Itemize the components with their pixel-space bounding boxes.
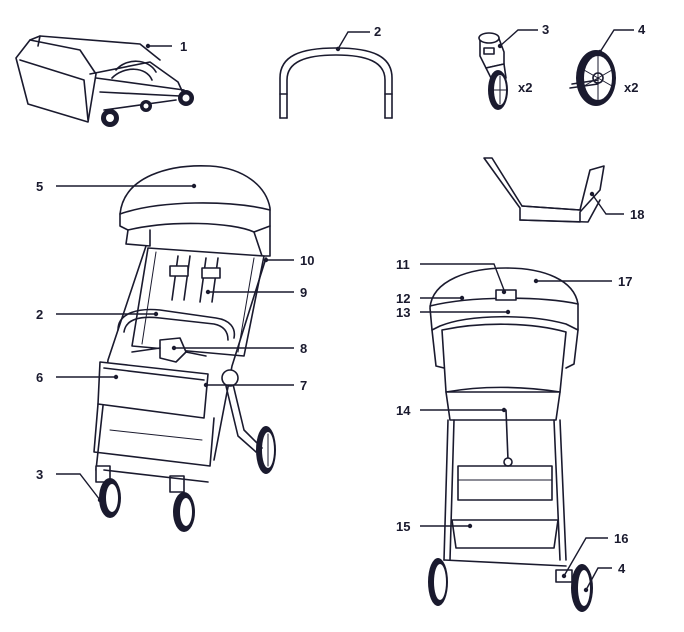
callout-3-front-label: 3 bbox=[36, 467, 43, 482]
callout-16: 16 bbox=[561, 531, 628, 579]
rear-wheel-quantity: x2 bbox=[624, 80, 638, 95]
callout-9-label: 9 bbox=[300, 285, 307, 300]
callout-13: 13 bbox=[396, 305, 511, 320]
callout-13-label: 13 bbox=[396, 305, 410, 320]
callout-6-label: 6 bbox=[36, 370, 43, 385]
callout-4-top: 4 bbox=[597, 22, 646, 55]
callout-11-label: 11 bbox=[396, 257, 410, 272]
callout-18: 18 bbox=[589, 191, 644, 222]
callout-16-label: 16 bbox=[614, 531, 628, 546]
rear-wheel-illustration bbox=[569, 50, 616, 106]
callout-17: 17 bbox=[533, 274, 632, 289]
callout-2-front-label: 2 bbox=[36, 307, 43, 322]
callout-14: 14 bbox=[396, 403, 507, 418]
callout-7: 7 bbox=[203, 378, 307, 393]
stroller-front-view-illustration bbox=[93, 164, 276, 532]
callout-3-top: 3 bbox=[497, 22, 549, 49]
callout-8-label: 8 bbox=[300, 341, 307, 356]
callout-10: 10 bbox=[263, 253, 314, 268]
front-wheel-illustration bbox=[478, 32, 508, 110]
callout-2-top-label: 2 bbox=[374, 24, 381, 39]
callout-4-top-label: 4 bbox=[638, 22, 646, 37]
callout-12-label: 12 bbox=[396, 291, 410, 306]
callout-15-label: 15 bbox=[396, 519, 410, 534]
bumper-bar-illustration bbox=[279, 47, 393, 119]
callout-2-front: 2 bbox=[36, 307, 159, 322]
callout-12: 12 bbox=[396, 291, 465, 306]
callout-8: 8 bbox=[171, 341, 307, 356]
callout-10-label: 10 bbox=[300, 253, 314, 268]
callout-3-front: 3 bbox=[36, 467, 103, 503]
callout-9: 9 bbox=[205, 285, 307, 300]
folded-stroller-illustration bbox=[15, 35, 194, 127]
callout-15: 15 bbox=[396, 519, 473, 534]
callout-4-rear-label: 4 bbox=[618, 561, 626, 576]
stroller-rear-view-illustration bbox=[428, 267, 593, 612]
callout-1-label: 1 bbox=[180, 39, 187, 54]
callout-17-label: 17 bbox=[618, 274, 632, 289]
callout-5: 5 bbox=[36, 179, 197, 194]
callout-11: 11 bbox=[396, 257, 507, 295]
callout-1: 1 bbox=[145, 39, 187, 54]
callout-6: 6 bbox=[36, 370, 119, 385]
callout-14-label: 14 bbox=[396, 403, 411, 418]
callout-7-label: 7 bbox=[300, 378, 307, 393]
callout-4-rear: 4 bbox=[583, 561, 626, 593]
callout-2-top: 2 bbox=[335, 24, 381, 52]
front-wheel-quantity: x2 bbox=[518, 80, 532, 95]
callout-5-label: 5 bbox=[36, 179, 43, 194]
callout-18-label: 18 bbox=[630, 207, 644, 222]
leg-rest-illustration bbox=[483, 157, 605, 223]
callout-3-top-label: 3 bbox=[542, 22, 549, 37]
